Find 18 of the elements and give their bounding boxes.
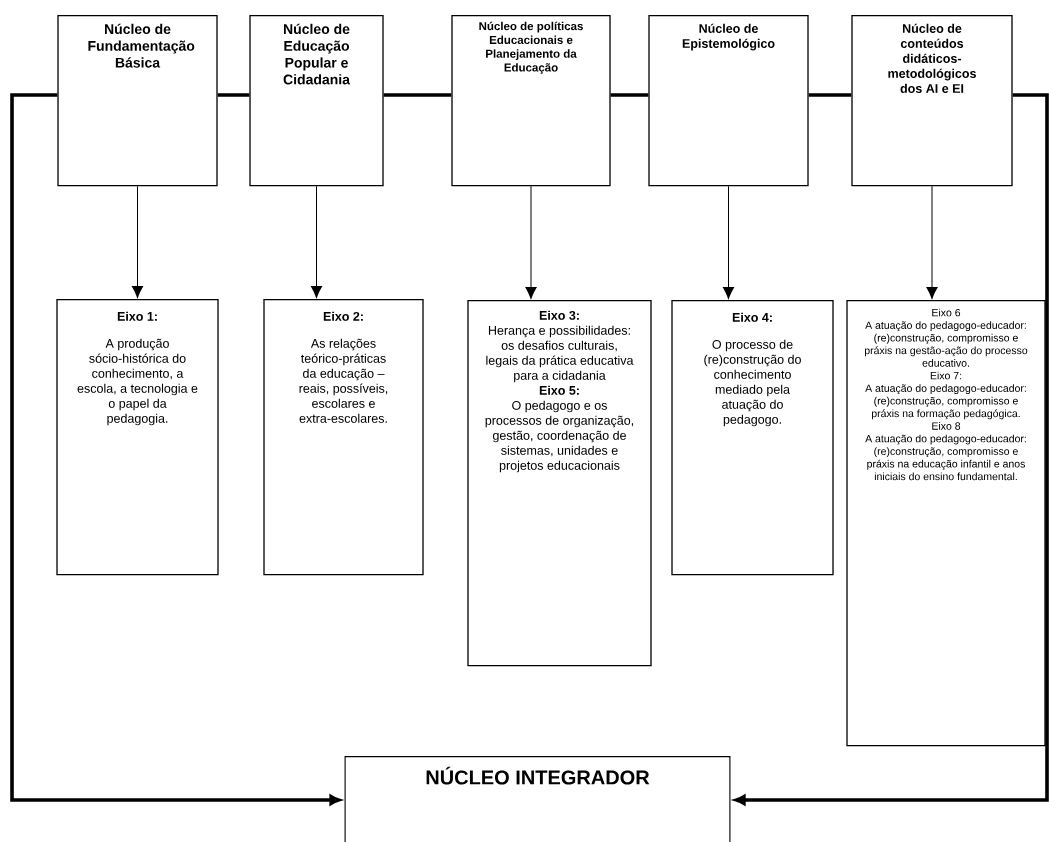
arrow [131,185,144,299]
arrow [722,185,735,300]
arrow [310,185,323,299]
axis-box: Eixo 6 A atuação do pedagogo-educador: (re)construção, compromisso e práxis na gestão-ação do processo educativo. Eixo 7: A atuação do pedagogo-educador: (re)construção, compromisso e práxis na formação pedagógica. Eixo 8 A atuação do pedagogo-educador: (re)construção, compromisso e práxis na educação infantil e anos iniciais do ensino fundamental. [846,300,1046,747]
nucleus-box: Núcleo de Epistemológico [648,15,809,187]
axis-box: Eixo 1: A produção sócio-histórica do conhecimento, a escola, a tecnologia e o papel da pedagogia. [56,299,219,576]
nucleus-box: Núcleo de Educação Popular e Cidadania [249,15,384,187]
axis-box: Eixo 4: O processo de (re)construção do conhecimento mediado pela atuação do pedagogo. [671,300,834,576]
arrow [926,185,938,300]
axis-box: Eixo 3: Herança e possibilidades: os desafios culturais, legais da prática educativa para a cidadania Eixo 5: O pedagogo e os processos de organização, gestão, coordenação de sistemas, unidades e projetos educacionais [467,300,652,667]
nucleus-box: Núcleo de conteúdos didáticos-metodológicos dos AI e EI [851,15,1013,187]
arrow [10,93,341,806]
nucleus-box: Núcleo de políticas Educacionais e Planejamento da Educação [451,15,611,187]
axis-box: Eixo 2: As relações teórico-práticas da educação – reais, possíveis, escolares e extra-escolares. [263,299,424,576]
nucleus-box: Núcleo de Fundamentação Básica [57,15,218,187]
integrator-box: NÚCLEO INTEGRADOR [344,756,731,842]
arrow [734,93,1049,806]
arrow [525,185,537,300]
